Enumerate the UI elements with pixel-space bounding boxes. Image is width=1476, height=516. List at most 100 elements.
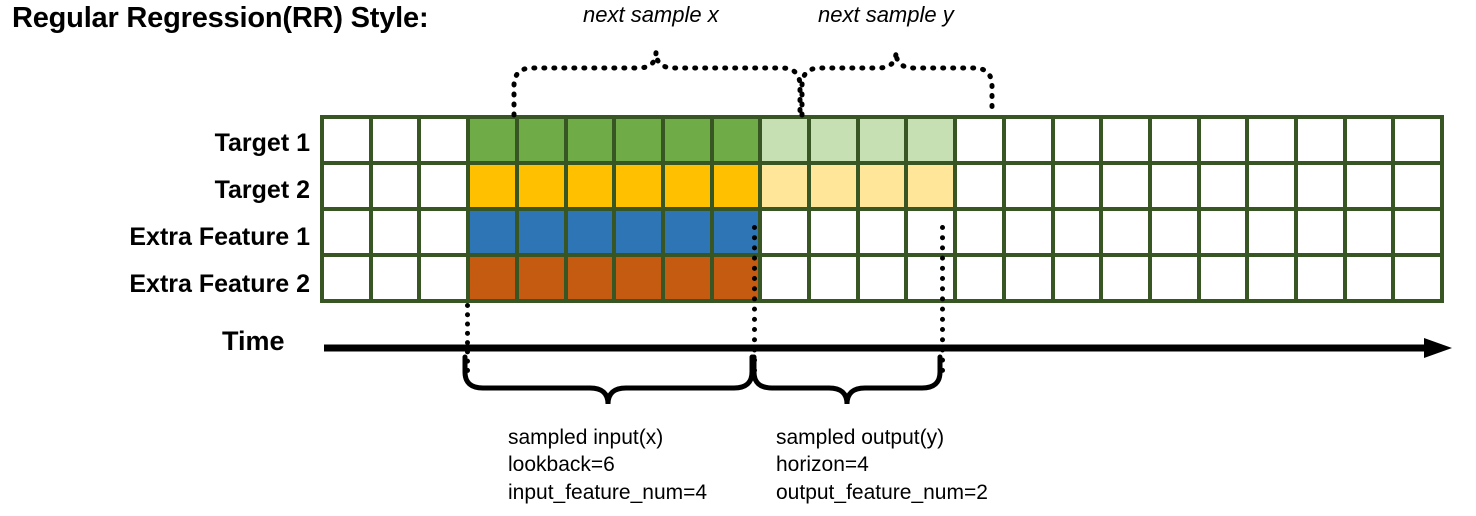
grid-cell [762, 211, 808, 253]
brace-sampled-input [462, 354, 755, 405]
grid-cell [470, 119, 515, 161]
grid-cell [1249, 119, 1295, 161]
grid-cell [859, 257, 905, 299]
grid-cell [1103, 165, 1148, 207]
grid-cell [908, 211, 954, 253]
grid-cell [1200, 119, 1246, 161]
grid-row-target-2 [324, 165, 1441, 207]
brace-sampled-output [751, 354, 943, 405]
grid-cell [664, 119, 710, 161]
grid-cell [1103, 119, 1148, 161]
grid-cell [1249, 165, 1295, 207]
grid-cell [859, 119, 905, 161]
grid-cell [1249, 257, 1295, 299]
grid-cell [1298, 257, 1343, 299]
caption-output-feature-num: output_feature_num=2 [776, 480, 988, 504]
grid-cell [1151, 119, 1197, 161]
grid-cell [616, 257, 661, 299]
top-brace-group [511, 51, 995, 118]
grid-cell [470, 211, 515, 253]
grid-cell [957, 211, 1002, 253]
grid-cell [908, 165, 954, 207]
time-axis-arrow [324, 338, 1452, 358]
grid-cell [324, 119, 369, 161]
grid-cell [1103, 211, 1148, 253]
caption-next-sample-x: next sample x [583, 2, 719, 27]
grid-cell [1346, 119, 1392, 161]
grid-cell [616, 119, 661, 161]
grid-cell [1395, 211, 1441, 253]
grid-cell [1054, 211, 1100, 253]
grid-cell [1346, 165, 1392, 207]
grid-cell [518, 165, 564, 207]
grid-row-extra-feature-2 [324, 257, 1441, 299]
grid-row-extra-feature-1 [324, 211, 1441, 253]
grid-cell [421, 211, 467, 253]
grid-cell [713, 211, 759, 253]
grid-cell [1249, 211, 1295, 253]
grid-cell [664, 257, 710, 299]
grid-cell [762, 165, 808, 207]
grid-row-target-1 [324, 119, 1441, 161]
grid-cell [1298, 119, 1343, 161]
grid-cell [1005, 211, 1051, 253]
grid-cell [567, 257, 613, 299]
grid-cell [372, 211, 418, 253]
grid-cell [811, 211, 856, 253]
grid-cell [1151, 257, 1197, 299]
grid-cell [713, 257, 759, 299]
caption-sampled-input-title: sampled input(x) [508, 426, 664, 449]
grid-cell [1005, 257, 1051, 299]
grid-cell [518, 211, 564, 253]
bottom-brace-group [462, 354, 943, 405]
grid-cell [518, 257, 564, 299]
page-title: Regular Regression(RR) Style: [12, 2, 429, 34]
grid-cell [324, 165, 369, 207]
grid-cell [664, 211, 710, 253]
grid-cell [518, 119, 564, 161]
grid-cell [1054, 119, 1100, 161]
grid-cell [1395, 119, 1441, 161]
grid-cell [908, 119, 954, 161]
brace-next-sample-y [799, 51, 995, 118]
brace-next-sample-x [511, 51, 803, 118]
grid-cell [1298, 211, 1343, 253]
grid-cell [762, 119, 808, 161]
grid-cell [1395, 165, 1441, 207]
grid-cell [1005, 119, 1051, 161]
timeline-grid [320, 115, 1444, 303]
grid-cell [421, 165, 467, 207]
grid-cell [957, 119, 1002, 161]
caption-sampled-output-title: sampled output(y) [776, 426, 945, 449]
grid-cell [811, 257, 856, 299]
grid-cell [908, 257, 954, 299]
caption-sampled-output: sampled output(y) horizon=4 output_featu… [776, 424, 988, 506]
grid-cell [470, 165, 515, 207]
grid-cell [1151, 211, 1197, 253]
grid-cell [1054, 257, 1100, 299]
grid-cell [811, 165, 856, 207]
grid-cell [859, 211, 905, 253]
grid-cell [372, 119, 418, 161]
grid-cell [616, 165, 661, 207]
time-axis-label: Time [222, 326, 285, 356]
row-label-target-2: Target 2 [214, 176, 310, 204]
grid-cell [1005, 165, 1051, 207]
grid-cell [324, 257, 369, 299]
caption-lookback: lookback=6 [508, 453, 615, 477]
grid-cell [713, 119, 759, 161]
grid-cell [567, 211, 613, 253]
grid-cell [372, 165, 418, 207]
caption-input-feature-num: input_feature_num=4 [508, 480, 708, 504]
grid-cell [811, 119, 856, 161]
grid-cell [1103, 257, 1148, 299]
grid-cell [713, 165, 759, 207]
grid-cell [957, 165, 1002, 207]
grid-cell [372, 257, 418, 299]
caption-sampled-input: sampled input(x) lookback=6 input_featur… [508, 424, 707, 506]
grid-cell [957, 257, 1002, 299]
grid-cell [616, 211, 661, 253]
guide-line-input-start [465, 303, 470, 373]
grid-cell [1054, 165, 1100, 207]
